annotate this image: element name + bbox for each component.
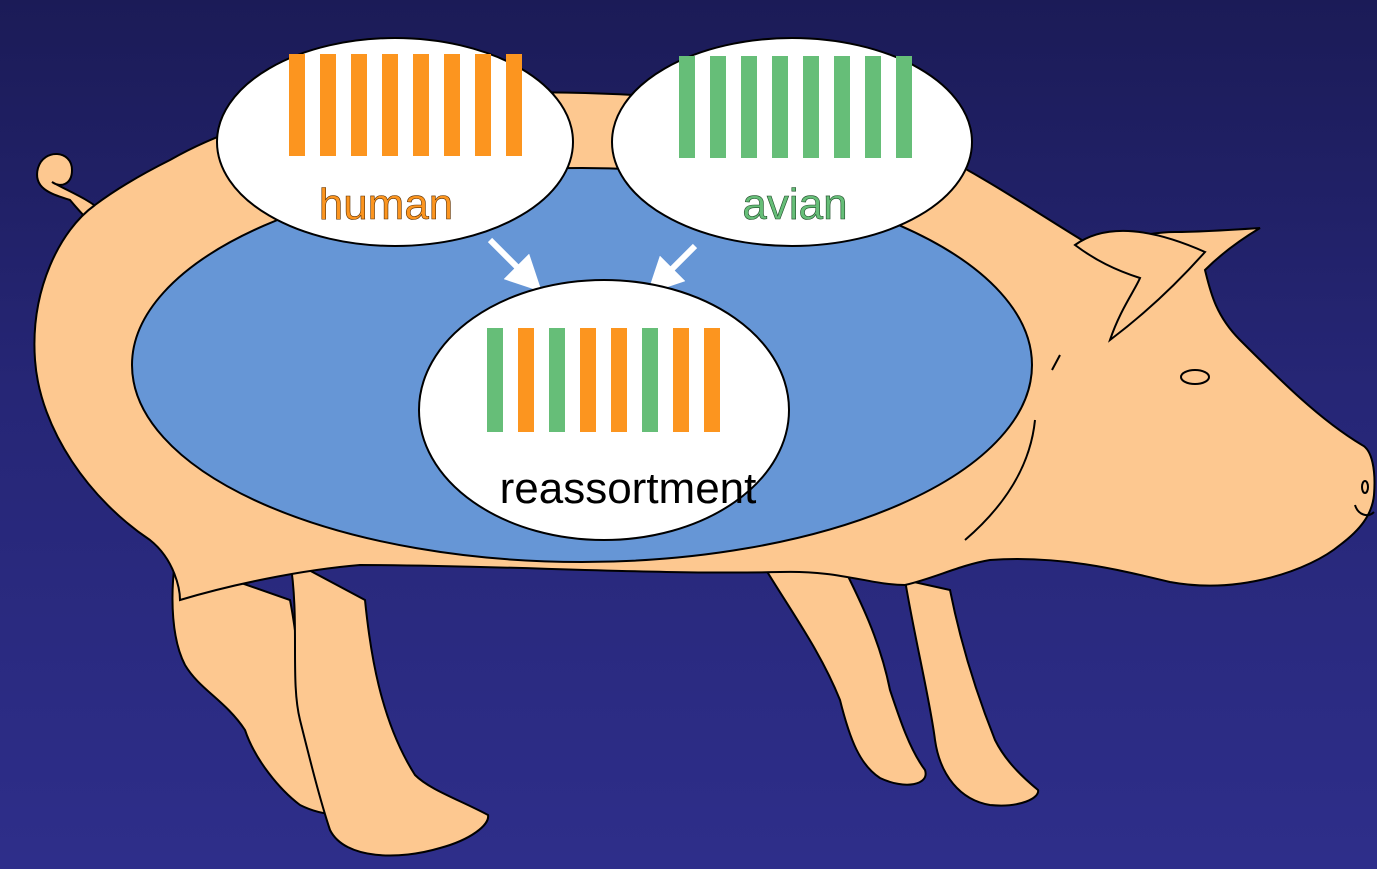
avian-segment <box>803 56 819 158</box>
human-label: human <box>319 180 454 229</box>
human-segment <box>289 54 305 156</box>
human-segment <box>444 54 460 156</box>
pig-eye <box>1181 370 1209 384</box>
human-segment <box>351 54 367 156</box>
avian-segment <box>642 328 658 432</box>
avian-segment <box>741 56 757 158</box>
avian-label: avian <box>742 180 847 229</box>
human-segment <box>704 328 720 432</box>
human-segment <box>475 54 491 156</box>
reassortment-label: reassortment <box>500 464 757 513</box>
avian-segment <box>896 56 912 158</box>
human-segment <box>518 328 534 432</box>
human-segment <box>382 54 398 156</box>
avian-segment <box>865 56 881 158</box>
human-segment <box>506 54 522 156</box>
human-segment <box>413 54 429 156</box>
avian-segment <box>710 56 726 158</box>
avian-segment <box>772 56 788 158</box>
human-segment <box>673 328 689 432</box>
avian-segment <box>487 328 503 432</box>
avian-segment <box>679 56 695 158</box>
avian-segment <box>834 56 850 158</box>
pig-front-leg-back <box>760 560 926 785</box>
human-segment <box>611 328 627 432</box>
avian-segment <box>549 328 565 432</box>
human-segment <box>320 54 336 156</box>
human-segment <box>580 328 596 432</box>
